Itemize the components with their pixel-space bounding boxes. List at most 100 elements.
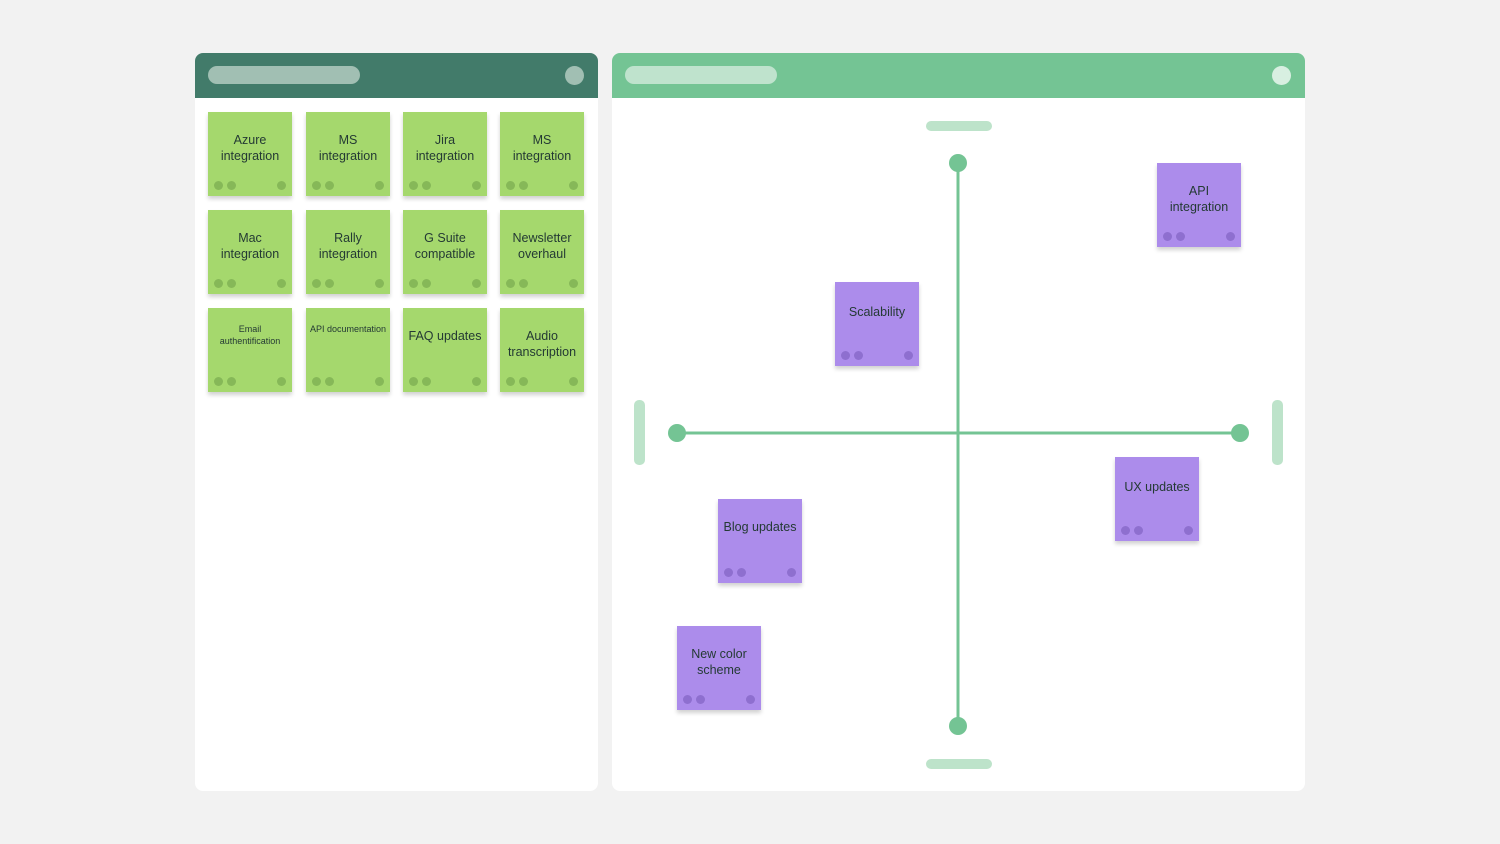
note-dot (569, 279, 578, 288)
note-dot (422, 279, 431, 288)
note-dot (409, 181, 418, 190)
note-dot (1134, 526, 1143, 535)
sticky-note[interactable]: Mac integration (208, 210, 292, 294)
sticky-note[interactable]: Newsletter overhaul (500, 210, 584, 294)
sticky-note-text: Scalability (848, 305, 906, 319)
note-dot (422, 181, 431, 190)
axis-right-label-placeholder[interactable] (1272, 400, 1283, 465)
matrix-sticky-note[interactable]: API integration (1157, 163, 1241, 247)
note-dot (325, 279, 334, 288)
sticky-note[interactable]: Jira integration (403, 112, 487, 196)
note-dot (375, 377, 384, 386)
backlog-panel: Azure integration MS integration Jira in… (195, 53, 598, 791)
note-dot (227, 181, 236, 190)
note-dot (569, 377, 578, 386)
axis-top-label-placeholder[interactable] (926, 121, 992, 131)
matrix-sticky-note[interactable]: Scalability (835, 282, 919, 366)
note-dot (375, 181, 384, 190)
note-dot (519, 279, 528, 288)
sticky-note-text: Blog updates (723, 520, 797, 534)
sticky-note-text: MS integration (318, 133, 378, 163)
axis-top-handle[interactable] (949, 154, 967, 172)
sticky-note-text: MS integration (512, 133, 572, 163)
sticky-note-text: API documentation (309, 324, 387, 334)
note-dot (683, 695, 692, 704)
sticky-note[interactable]: API documentation (306, 308, 390, 392)
matrix-panel: API integration Scalability UX updates B… (612, 53, 1305, 791)
note-dot (1176, 232, 1185, 241)
sticky-note-text: UX updates (1124, 480, 1190, 494)
matrix-sticky-note[interactable]: Blog updates (718, 499, 802, 583)
note-dot (696, 695, 705, 704)
sticky-note[interactable]: Azure integration (208, 112, 292, 196)
matrix-panel-menu-button[interactable] (1272, 66, 1291, 85)
note-dot (472, 377, 481, 386)
note-dot (422, 377, 431, 386)
sticky-note-text: FAQ updates (408, 329, 482, 343)
note-dot (737, 568, 746, 577)
backlog-title-placeholder (208, 66, 360, 84)
sticky-note[interactable]: Rally integration (306, 210, 390, 294)
axis-left-handle[interactable] (668, 424, 686, 442)
note-dot (787, 568, 796, 577)
note-dot (214, 377, 223, 386)
note-dot (1163, 232, 1172, 241)
note-dot (472, 181, 481, 190)
note-dot (519, 377, 528, 386)
sticky-note[interactable]: G Suite compatible (403, 210, 487, 294)
note-dot (1121, 526, 1130, 535)
sticky-note-text: Mac integration (220, 231, 280, 261)
matrix-axes (668, 154, 1249, 735)
axis-left-label-placeholder[interactable] (634, 400, 645, 465)
sticky-note-text: Email authentification (219, 324, 281, 346)
note-dot (1226, 232, 1235, 241)
note-dot (519, 181, 528, 190)
sticky-note-text: New color scheme (691, 647, 747, 677)
note-dot (854, 351, 863, 360)
sticky-note[interactable]: FAQ updates (403, 308, 487, 392)
note-dot (325, 377, 334, 386)
note-dot (904, 351, 913, 360)
sticky-note-text: Newsletter overhaul (512, 231, 572, 261)
matrix-panel-header[interactable] (612, 53, 1305, 98)
note-dot (325, 181, 334, 190)
note-dot (506, 181, 515, 190)
note-dot (724, 568, 733, 577)
sticky-note[interactable]: MS integration (306, 112, 390, 196)
matrix-sticky-note[interactable]: New color scheme (677, 626, 761, 710)
axis-right-handle[interactable] (1231, 424, 1249, 442)
sticky-note[interactable]: Audio transcription (500, 308, 584, 392)
sticky-note-text: API integration (1169, 184, 1229, 214)
note-dot (277, 181, 286, 190)
axis-bottom-label-placeholder[interactable] (926, 759, 992, 769)
note-dot (312, 377, 321, 386)
note-dot (506, 279, 515, 288)
note-dot (214, 181, 223, 190)
note-dot (409, 377, 418, 386)
note-dot (841, 351, 850, 360)
note-dot (506, 377, 515, 386)
sticky-note[interactable]: MS integration (500, 112, 584, 196)
note-dot (277, 279, 286, 288)
matrix-sticky-note[interactable]: UX updates (1115, 457, 1199, 541)
note-dot (312, 279, 321, 288)
sticky-note-text: Azure integration (220, 133, 280, 163)
backlog-panel-header[interactable] (195, 53, 598, 98)
note-dot (569, 181, 578, 190)
sticky-note-text: Rally integration (318, 231, 378, 261)
matrix-title-placeholder (625, 66, 777, 84)
sticky-note[interactable]: Email authentification (208, 308, 292, 392)
note-dot (472, 279, 481, 288)
sticky-note-text: Audio transcription (507, 329, 577, 359)
note-dot (1184, 526, 1193, 535)
axis-bottom-handle[interactable] (949, 717, 967, 735)
note-dot (746, 695, 755, 704)
backlog-panel-menu-button[interactable] (565, 66, 584, 85)
note-dot (214, 279, 223, 288)
note-dot (312, 181, 321, 190)
note-dot (227, 279, 236, 288)
sticky-note-text: G Suite compatible (414, 231, 476, 261)
note-dot (227, 377, 236, 386)
sticky-note-text: Jira integration (415, 133, 475, 163)
note-dot (409, 279, 418, 288)
